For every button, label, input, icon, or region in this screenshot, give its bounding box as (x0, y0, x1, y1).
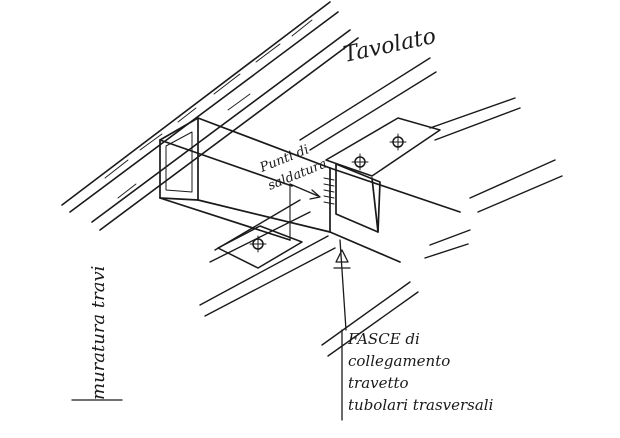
bands-label-line3: travetto (348, 374, 409, 392)
weld-arrow (289, 183, 321, 200)
weld-ticks (323, 177, 335, 205)
roof-beam (61, 1, 359, 231)
bands-label-line1: FASCE di (347, 330, 420, 348)
tubular-beam (159, 117, 461, 263)
margin-note: muratura travi (88, 266, 109, 400)
upper-connection-plate (325, 117, 441, 177)
bands-label-line4: tubolari trasversali (348, 396, 494, 414)
plank-lines (199, 57, 563, 357)
lower-connection-plate (217, 225, 303, 269)
bands-label-line2: collegamento (348, 352, 450, 370)
leader-line (333, 239, 351, 421)
